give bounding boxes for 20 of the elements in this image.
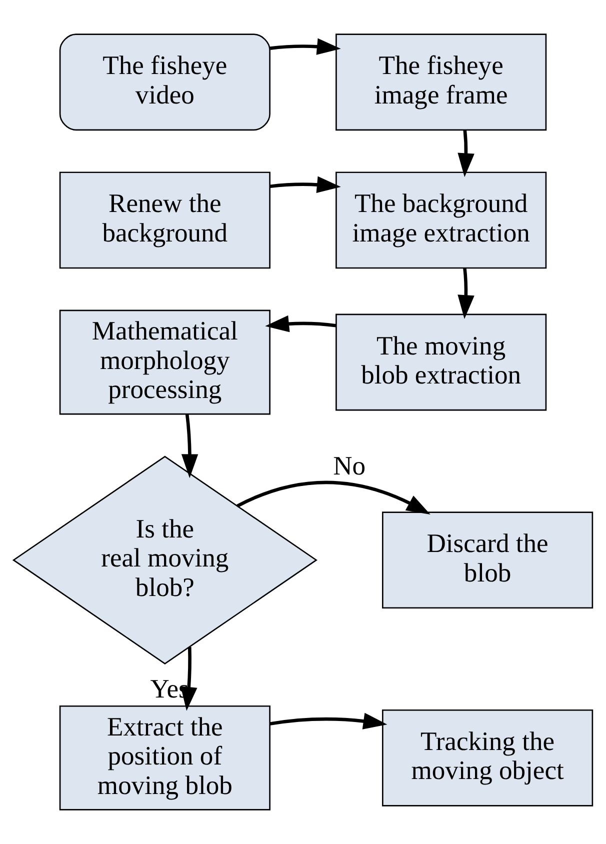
node-box: The background image extraction (336, 172, 547, 269)
arrow (270, 176, 341, 194)
arrow (458, 130, 474, 178)
node-box: Extract the position of moving blob (59, 705, 270, 810)
node-box: The fisheye image frame (336, 34, 547, 131)
arrow (270, 712, 388, 730)
arrow (270, 38, 341, 55)
arrow (236, 480, 430, 515)
edge-label: No (333, 450, 366, 481)
node-box: Tracking the moving object (382, 709, 594, 806)
node-box: Mathematical morphology processing (59, 310, 270, 415)
arrow (181, 414, 198, 478)
node-box: Renew the background (59, 172, 270, 269)
node-box: The fisheye video (59, 34, 270, 131)
node-box: The moving blob extraction (336, 314, 547, 411)
arrow (265, 315, 336, 332)
arrow (180, 646, 198, 711)
node-diamond: Is the real moving blob? (12, 456, 318, 664)
node-box: Discard the blob (382, 512, 594, 609)
arrow (458, 268, 474, 320)
